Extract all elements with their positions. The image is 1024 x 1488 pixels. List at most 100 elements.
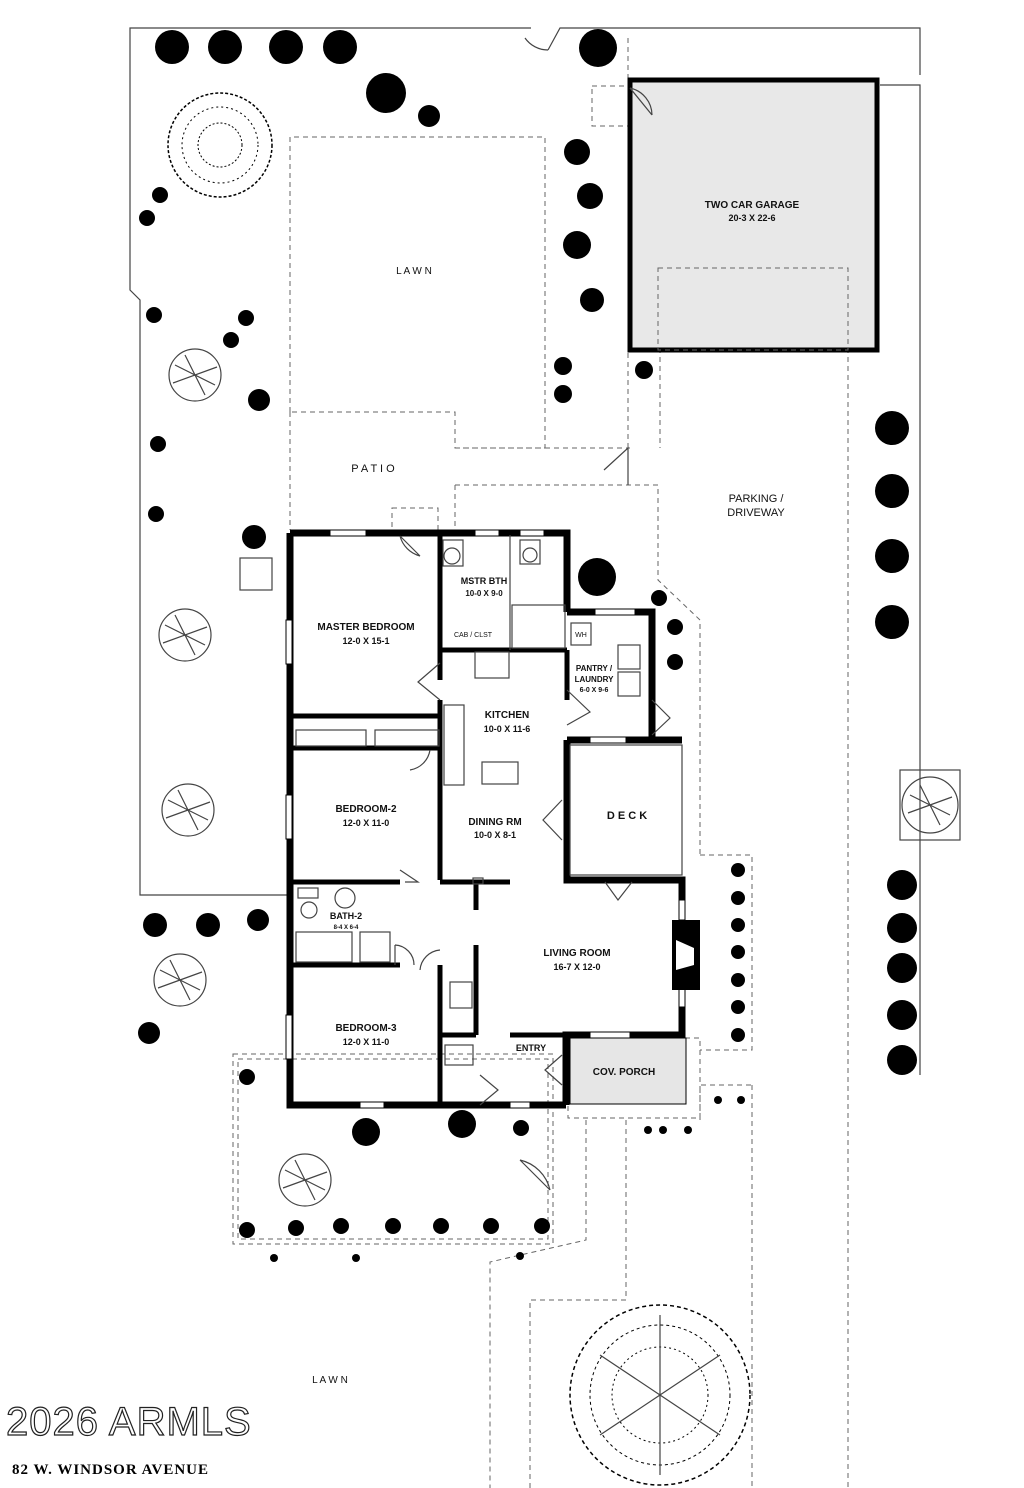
windows: [285, 529, 686, 1109]
property-address: 82 W. WINDSOR AVENUE: [12, 1462, 210, 1478]
shrub: [667, 654, 683, 670]
living-room-name: LIVING ROOM: [543, 948, 610, 959]
dining-dims: 10-0 X 8-1: [474, 830, 516, 840]
garage-name: TWO CAR GARAGE: [705, 200, 800, 211]
shrub: [534, 1218, 550, 1234]
entry-label: ENTRY: [516, 1043, 546, 1053]
shrub: [323, 30, 357, 64]
shrub: [887, 870, 917, 900]
shrub: [887, 1045, 917, 1075]
house-walls: [286, 529, 686, 1109]
pantry-dims: 6-0 X 9-6: [580, 687, 609, 694]
pantry-label: PANTRY /: [576, 664, 613, 673]
bath2-dims: 8-4 X 6-4: [334, 925, 359, 931]
shrub: [150, 436, 166, 452]
shrub: [248, 389, 270, 411]
shrub: [239, 1222, 255, 1238]
shrub: [731, 973, 745, 987]
room-labels: TWO CAR GARAGE 20-3 X 22-6 PARKING / DRI…: [312, 200, 799, 1386]
shrub: [554, 357, 572, 375]
shrub: [651, 590, 667, 606]
shrub: [239, 1069, 255, 1085]
shrub: [352, 1118, 380, 1146]
shrub: [731, 918, 745, 932]
fireplace-label: FP: [681, 953, 692, 962]
shrub: [731, 1000, 745, 1014]
shrub: [152, 187, 168, 203]
shrub: [247, 909, 269, 931]
shrub: [554, 385, 572, 403]
shrub: [483, 1218, 499, 1234]
kitchen-name: KITCHEN: [485, 710, 529, 721]
shrub: [352, 1254, 360, 1262]
shrub: [288, 1220, 304, 1236]
shrub: [223, 332, 239, 348]
bedroom3-dims: 12-0 X 11-0: [343, 1037, 390, 1047]
two-car-garage: [627, 77, 880, 353]
parking-label: PARKING /: [729, 493, 785, 505]
patio-label: P A T I O: [351, 463, 395, 475]
shrub: [737, 1096, 745, 1104]
driveway-label: DRIVEWAY: [727, 507, 785, 519]
shrub: [564, 139, 590, 165]
garage-dims: 20-3 X 22-6: [728, 213, 775, 223]
shrub: [238, 310, 254, 326]
shrub: [731, 891, 745, 905]
shrub: [196, 913, 220, 937]
shrub: [270, 1254, 278, 1262]
shrub: [333, 1218, 349, 1234]
shrub: [513, 1120, 529, 1136]
dining-name: DINING RM: [468, 817, 521, 828]
shrub: [138, 1022, 160, 1044]
shrub: [269, 30, 303, 64]
bedroom2-dims: 12-0 X 11-0: [343, 818, 390, 828]
shrub: [875, 539, 909, 573]
shrub: [146, 307, 162, 323]
bedroom3-name: BEDROOM-3: [335, 1023, 397, 1034]
shrub: [731, 1028, 745, 1042]
shrub: [875, 474, 909, 508]
kitchen-dims: 10-0 X 11-6: [484, 724, 531, 734]
shrub: [875, 605, 909, 639]
shrub: [563, 231, 591, 259]
shrub: [875, 411, 909, 445]
shrub: [644, 1126, 652, 1134]
shrub: [366, 73, 406, 113]
master-bedroom-dims: 12-0 X 15-1: [342, 636, 389, 646]
landscaping-trees: [153, 92, 961, 1486]
shrub: [714, 1096, 722, 1104]
shrub: [731, 863, 745, 877]
lawn-top-label: L A W N: [396, 266, 432, 277]
shrub: [139, 210, 155, 226]
copyright-watermark: 2026 ARMLS: [5, 1399, 252, 1444]
water-heater-label: WH: [575, 632, 587, 639]
shrub: [242, 525, 266, 549]
doors: [394, 37, 671, 1191]
master-bath-name: MSTR BTH: [461, 576, 508, 586]
living-room-dims: 16-7 X 12-0: [553, 962, 600, 972]
fixtures: [295, 539, 700, 1066]
landscaping-shrubs: [138, 29, 917, 1262]
master-bath-dims: 10-0 X 9-0: [465, 589, 503, 598]
shrub: [148, 506, 164, 522]
shrub: [659, 1126, 667, 1134]
site-boundary: [129, 27, 921, 1075]
shrub: [143, 913, 167, 937]
shrub: [887, 913, 917, 943]
shrub: [155, 30, 189, 64]
shrub: [731, 945, 745, 959]
shrub: [418, 105, 440, 127]
covered-porch: [569, 1037, 687, 1105]
shrub: [448, 1110, 476, 1138]
porch-label: COV. PORCH: [593, 1067, 655, 1078]
bath2-name: BATH-2: [330, 911, 362, 921]
shrub: [208, 30, 242, 64]
master-bedroom-name: MASTER BEDROOM: [317, 622, 414, 633]
deck-label: D E C K: [607, 810, 647, 822]
shrub: [579, 29, 617, 67]
shrub: [516, 1252, 524, 1260]
shrub: [887, 953, 917, 983]
shrub: [577, 183, 603, 209]
cab-closet-label: CAB / CLST: [454, 632, 493, 639]
